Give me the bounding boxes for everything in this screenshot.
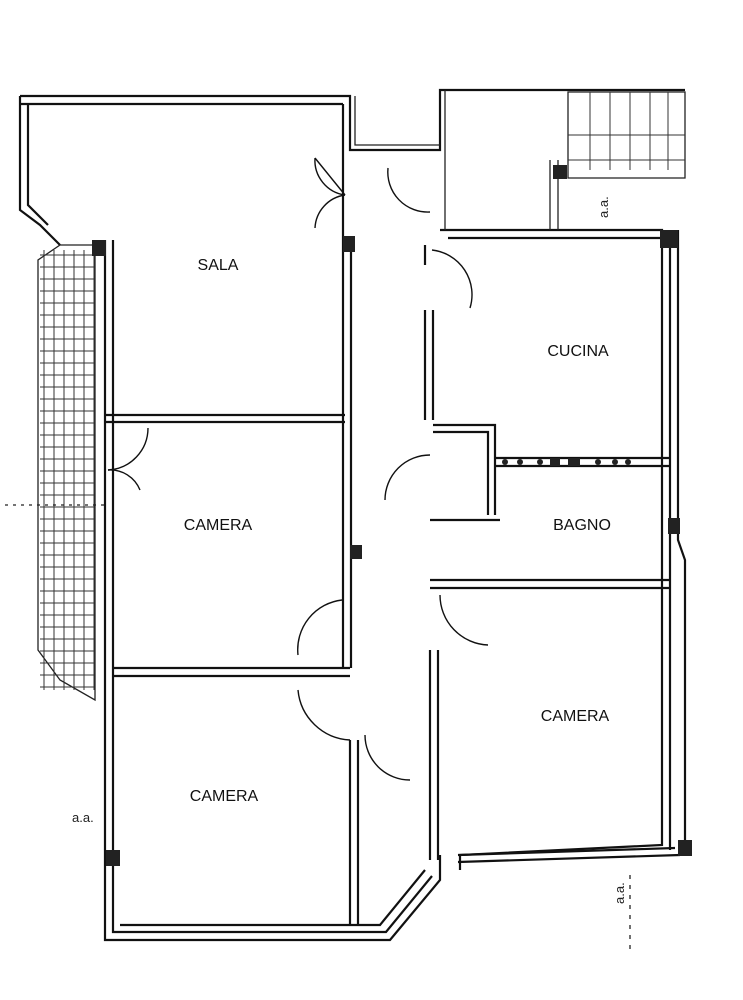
door-sala-top [314, 157, 346, 196]
door-cucina [431, 249, 473, 309]
room-label-camera-mid: CAMERA [184, 517, 253, 534]
interior-walls [105, 90, 670, 925]
outer-walls [18, 88, 687, 942]
door-camera-right [439, 594, 489, 646]
note-left: a.a. [72, 810, 94, 825]
kitchen-fixtures [502, 458, 631, 466]
room-label-bagno: BAGNO [553, 517, 611, 534]
balcony-left [37, 244, 96, 702]
doors [107, 157, 489, 781]
door-corridor [364, 734, 411, 781]
door-bagno [384, 454, 431, 501]
door-camera-mid [107, 427, 149, 471]
door-camera-low [297, 599, 343, 656]
room-label-camera-right: CAMERA [541, 708, 610, 725]
room-label-camera-bottom: CAMERA [190, 788, 259, 805]
pillars [92, 165, 692, 866]
note-bottom-right: a.a. [612, 882, 627, 904]
door-entrance [387, 167, 431, 213]
note-top-right: a.a. [596, 196, 611, 218]
room-label-sala: SALA [198, 257, 239, 274]
stairs [567, 91, 686, 179]
room-label-cucina: CUCINA [547, 343, 609, 360]
